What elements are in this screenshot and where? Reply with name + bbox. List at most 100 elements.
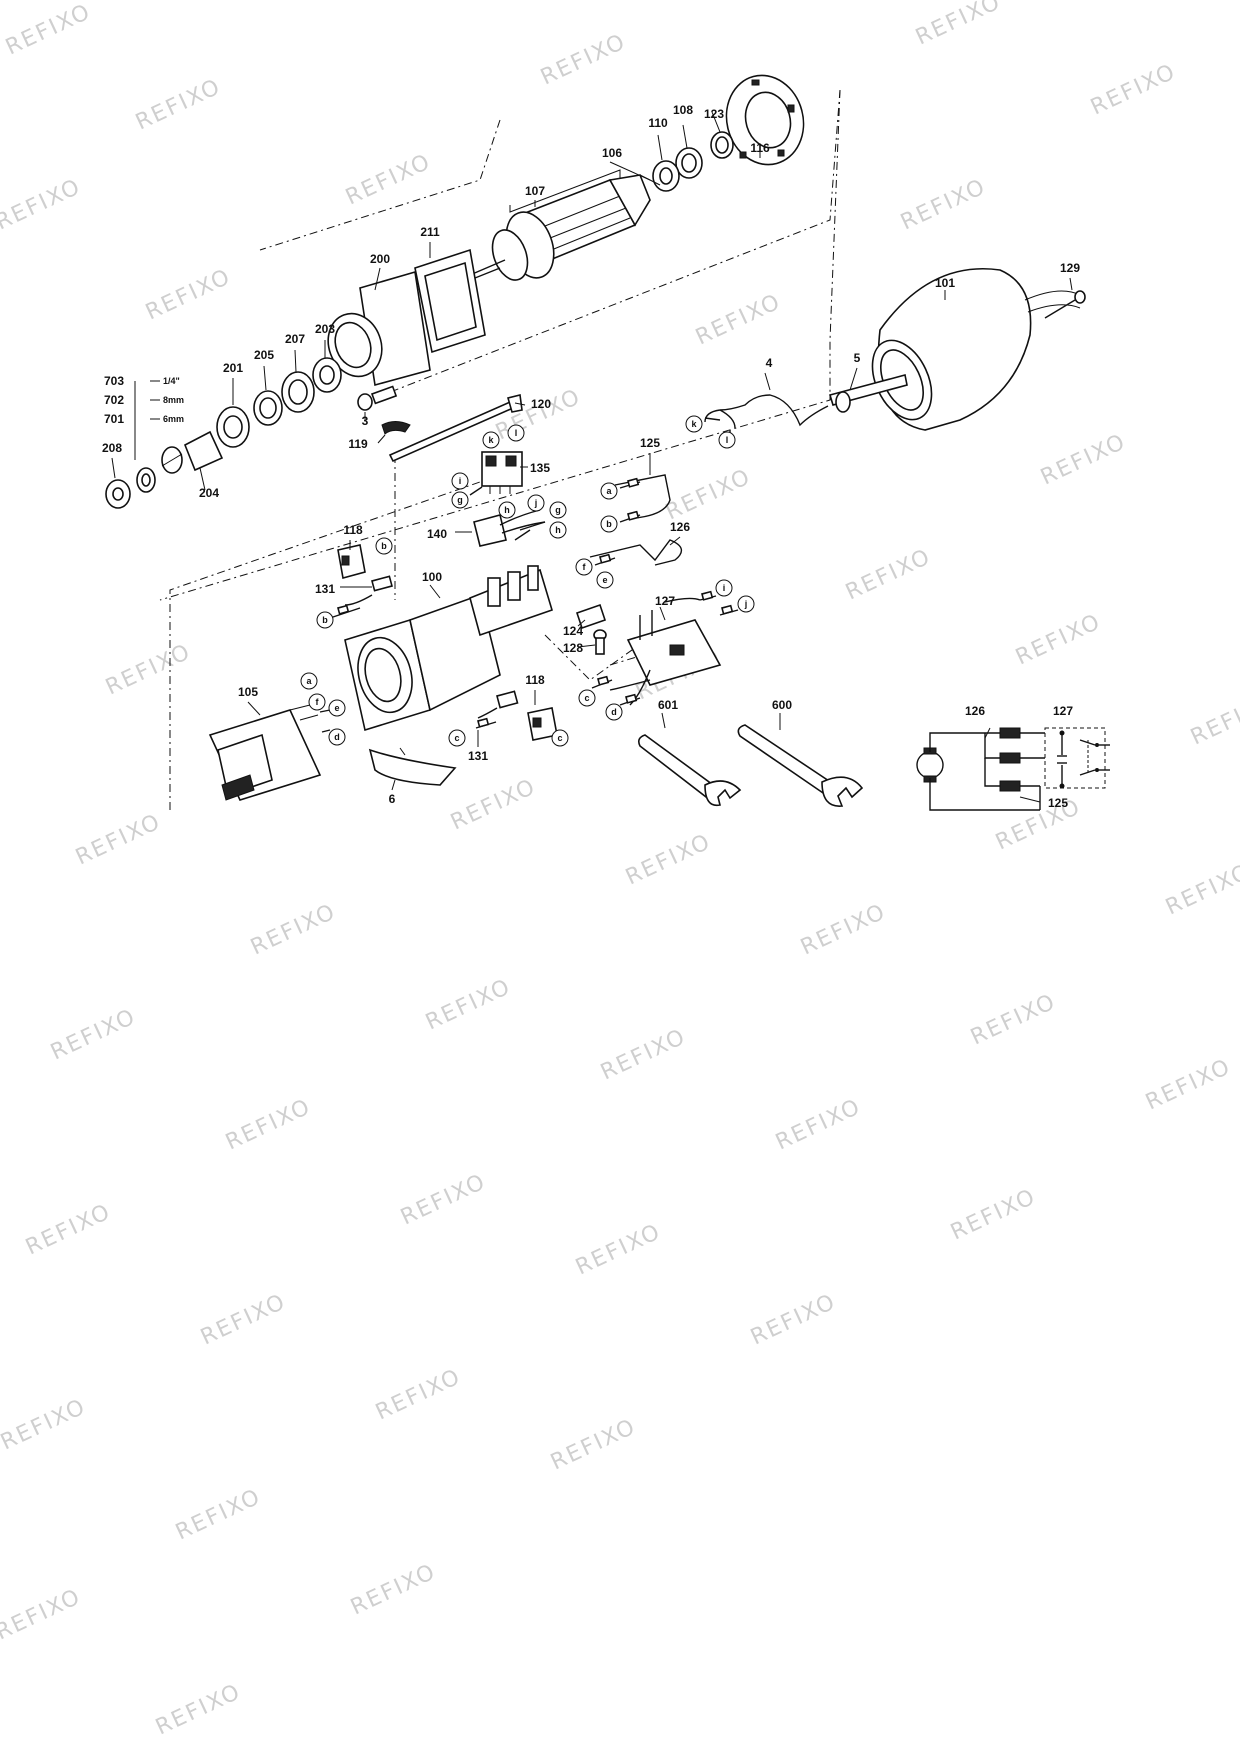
part-118-brush-holder-top [337,544,366,580]
watermark: REFIXO [22,1199,115,1260]
label-118-top: 118 [343,523,363,537]
label-100: 100 [422,570,442,584]
part-203-bearing [312,357,342,393]
label-110: 110 [648,116,668,130]
label-125: 125 [640,436,660,450]
watermark: REFIXO [1142,1054,1235,1115]
watermark: REFIXO [947,1184,1040,1245]
connector-bubble: c [448,729,466,747]
watermark: REFIXO [692,289,785,350]
part-4-cable [719,394,829,427]
connector-bubble: c [578,689,596,707]
part-600-wrench [737,724,864,807]
watermark: REFIXO [47,1004,140,1065]
part-207-ring [281,371,315,413]
watermark: REFIXO [1187,689,1240,750]
part-5-cable-sleeve [828,374,908,413]
watermark: REFIXO [797,899,890,960]
svg-text:h: h [555,525,561,535]
label-131-top: 131 [315,582,335,596]
connector-bubble: l [718,431,736,449]
watermark: REFIXO [842,544,935,605]
watermark: REFIXO [622,829,715,890]
svg-text:i: i [723,583,726,593]
svg-text:g: g [457,495,463,505]
watermark: REFIXO [597,1024,690,1085]
connector-bubble: j [527,494,545,512]
part-105-field [208,704,322,801]
watermark: REFIXO [342,149,435,210]
connector-bubble: h [549,521,567,539]
part-3-screw [357,385,398,411]
watermark: REFIXO [912,0,1005,50]
part-127-filter [609,597,722,706]
connector-bubble: a [300,672,318,690]
label-5: 5 [854,351,861,365]
watermark: REFIXO [572,1219,665,1280]
connector-bubble: f [575,558,593,576]
connector-bubble: d [605,703,623,721]
label-208: 208 [102,441,122,455]
watermark: REFIXO [247,899,340,960]
part-126-wire [589,539,683,566]
watermark: REFIXO [492,384,585,445]
label-211: 211 [420,225,440,239]
circuit-diagram [916,727,1110,811]
part-125-wire [614,474,671,519]
connector-bubble: e [596,571,614,589]
svg-text:f: f [316,697,320,707]
watermark: REFIXO [662,464,755,525]
svg-text:k: k [488,435,494,445]
label-120: 120 [531,397,551,411]
watermark: REFIXO [152,1679,245,1740]
label-119: 119 [348,437,368,451]
label-101: 101 [935,276,955,290]
svg-text:f: f [583,562,587,572]
watermark: REFIXO [992,794,1085,855]
watermark: REFIXO [422,974,515,1035]
svg-text:d: d [611,707,617,717]
label-701-size: 6mm [163,414,184,424]
connector-bubble: b [600,515,618,533]
connector-bubble: k [685,415,703,433]
part-204-spindle [161,430,224,474]
circuit-label-126: 126 [965,704,985,718]
svg-text:d: d [334,732,340,742]
label-6: 6 [389,792,396,806]
watermark: REFIXO [1037,429,1130,490]
label-128: 128 [563,641,583,655]
watermark: REFIXO [172,1484,265,1545]
watermark: REFIXO [347,1559,440,1620]
label-201: 201 [223,361,243,375]
watermark: REFIXO [747,1289,840,1350]
part-119-slider [381,421,411,435]
part-110-bearing [652,160,680,192]
label-600: 600 [772,698,792,712]
svg-text:c: c [454,733,459,743]
label-106: 106 [602,146,622,160]
watermark: REFIXO [222,1094,315,1155]
watermark: REFIXO [447,774,540,835]
connector-bubble: c [551,729,569,747]
connector-bubble: a [600,482,618,500]
part-123-bearing-sleeve [710,131,734,159]
connector-bubble: g [451,491,469,509]
watermark: REFIXO [547,1414,640,1475]
connector-bubble: i [715,579,733,597]
connector-bubble: g [549,501,567,519]
watermark: REFIXO [0,1584,85,1645]
part-100-field-housing [344,565,553,732]
label-108: 108 [673,103,693,117]
svg-text:c: c [557,733,562,743]
watermark: REFIXO [967,989,1060,1050]
connector-bubble: f [308,693,326,711]
watermark: REFIXO [537,29,630,90]
label-140: 140 [427,527,447,541]
label-703: 703 [104,374,124,388]
part-124-clip [575,603,607,630]
watermark: REFIXO [897,174,990,235]
svg-text:e: e [334,703,339,713]
svg-text:k: k [691,419,697,429]
